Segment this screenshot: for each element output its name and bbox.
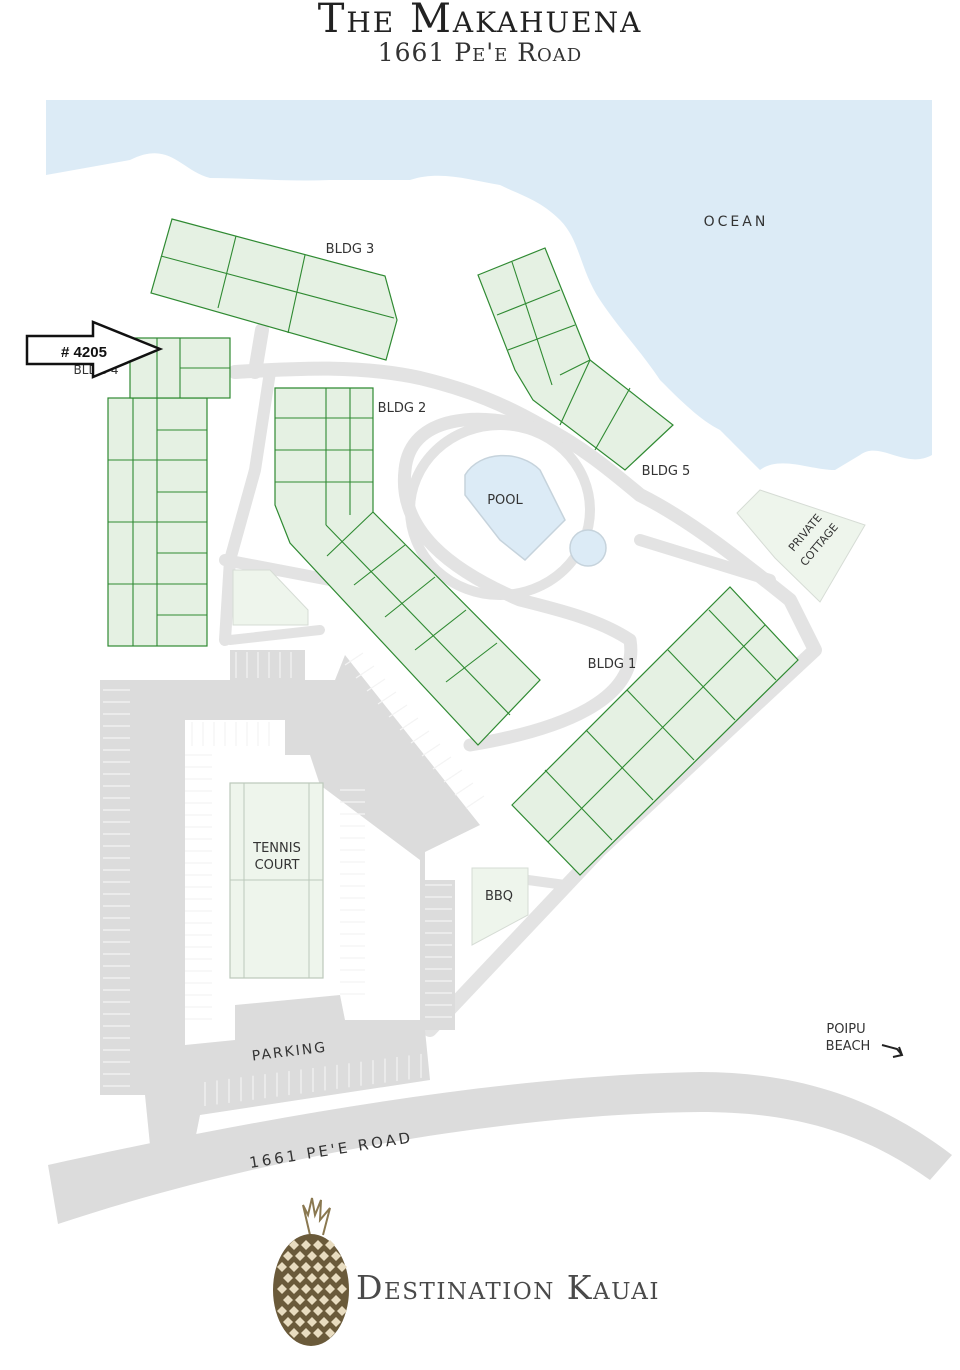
pineapple-scale <box>337 1262 347 1272</box>
parking-stall-line <box>421 743 441 757</box>
pineapple-scale <box>289 1328 299 1338</box>
pineapple-scale <box>325 1306 335 1316</box>
pineapple-scale <box>277 1262 287 1272</box>
pineapple-scale <box>295 1273 305 1283</box>
bbq-area <box>471 867 529 946</box>
parking-stall-line <box>355 665 375 679</box>
building-2 <box>274 387 541 746</box>
pineapple-scale <box>277 1284 287 1294</box>
ocean-label: OCEAN <box>704 214 769 230</box>
parking-stall-line <box>454 782 474 796</box>
building-3 <box>150 218 398 361</box>
bldg1-label: BLDG 1 <box>588 657 637 672</box>
map-header: The Makahuena 1661 Pe'e Road <box>0 0 960 80</box>
brand-name: Destination Kauai <box>356 1268 660 1307</box>
pineapple-scale <box>313 1306 323 1316</box>
property-title: The Makahuena <box>317 0 643 42</box>
unit-number-label: # 4205 <box>61 344 107 361</box>
pineapple-scale <box>301 1240 311 1250</box>
poipu-beach-label-line1: POIPU <box>826 1022 865 1037</box>
pineapple-scale <box>331 1273 341 1283</box>
pineapple-scale <box>283 1251 293 1261</box>
bldg2-label: BLDG 2 <box>378 401 427 416</box>
pineapple-scale <box>307 1295 317 1305</box>
pineapple-scale <box>319 1251 329 1261</box>
pineapple-scale <box>325 1262 335 1272</box>
pineapple-scale <box>307 1273 317 1283</box>
parking-stall-line <box>432 756 452 770</box>
pineapple-scale <box>319 1295 329 1305</box>
parking-stall-line <box>344 652 364 666</box>
pineapple-scale <box>289 1240 299 1250</box>
tennis-label-line2: COURT <box>255 858 300 873</box>
bbq-label: BBQ <box>485 889 513 904</box>
pineapple-scale <box>295 1251 305 1261</box>
private-cottage <box>736 489 866 603</box>
walkways <box>219 323 822 1037</box>
parking-stall-line <box>377 691 397 705</box>
pineapple-scale <box>301 1328 311 1338</box>
pineapple-icon <box>273 1197 349 1346</box>
pineapple-scale <box>289 1284 299 1294</box>
pineapple-scale <box>277 1306 287 1316</box>
pineapple-scale <box>307 1251 317 1261</box>
hot-tub <box>569 529 607 567</box>
callout-arrow-icon <box>25 320 164 379</box>
parking-stall-line <box>443 769 463 783</box>
pool-deck <box>405 420 595 600</box>
pineapple-scale <box>319 1273 329 1283</box>
pineapple-scale <box>289 1306 299 1316</box>
building-1 <box>511 586 799 876</box>
beach-arrow-icon <box>881 1044 904 1058</box>
pineapple-scale <box>313 1240 323 1250</box>
pineapple-scale <box>331 1295 341 1305</box>
unit-callout-arrow <box>25 320 164 379</box>
property-address: 1661 Pe'e Road <box>377 38 583 67</box>
pineapple-scale <box>331 1251 341 1261</box>
pineapple-scale <box>331 1317 341 1327</box>
pineapple-scale <box>337 1284 347 1294</box>
pineapple-scale <box>313 1284 323 1294</box>
pineapple-scale <box>325 1284 335 1294</box>
tennis-label-line1: TENNIS <box>252 841 301 856</box>
bldg5-label: BLDG 5 <box>642 464 691 479</box>
pineapple-scale <box>289 1262 299 1272</box>
pineapple-scale <box>325 1240 335 1250</box>
pool-label: POOL <box>487 493 523 508</box>
pee-road <box>48 1072 952 1224</box>
pineapple-scale <box>301 1284 311 1294</box>
bldg3-label: BLDG 3 <box>326 242 375 257</box>
parking-stall-line <box>399 717 419 731</box>
parking-stall-line <box>410 730 430 744</box>
pineapple-scale <box>301 1262 311 1272</box>
pineapple-scale <box>313 1328 323 1338</box>
pineapple-scale <box>301 1306 311 1316</box>
parking-stall-line <box>388 704 408 718</box>
pineapple-scale <box>295 1317 305 1327</box>
building-5 <box>477 247 674 471</box>
poipu-beach-label-line2: BEACH <box>826 1039 871 1054</box>
pineapple-scale <box>313 1262 323 1272</box>
pineapple-scale <box>337 1306 347 1316</box>
parking-stall-line <box>465 795 485 809</box>
pineapple-scale <box>283 1295 293 1305</box>
building-4 <box>107 337 231 647</box>
pineapple-scale <box>283 1273 293 1283</box>
pineapple-scale <box>325 1328 335 1338</box>
ocean-area <box>46 100 932 470</box>
pineapple-scale <box>319 1317 329 1327</box>
parking-stall-line <box>366 678 386 692</box>
pineapple-scale <box>295 1295 305 1305</box>
pool <box>464 454 566 562</box>
planter-area <box>232 569 309 626</box>
pineapple-scale <box>307 1317 317 1327</box>
pineapple-scale <box>283 1317 293 1327</box>
